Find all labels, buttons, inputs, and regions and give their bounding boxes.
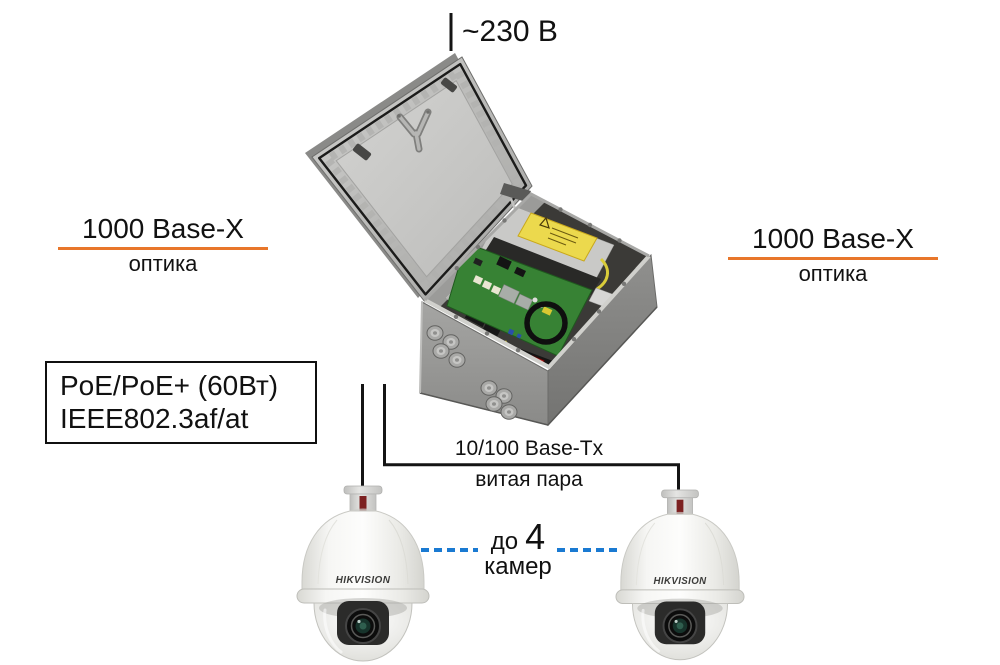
fiber-underline [728, 257, 938, 260]
utp-label-title: 10/100 Base-Tx [454, 437, 604, 460]
dashed-link-left [421, 548, 478, 552]
poe-spec-box: PoE/PoE+ (60Вт) IEEE802.3af/at [45, 361, 317, 444]
ptz-camera-right [614, 488, 746, 662]
poe-line2: IEEE802.3af/at [60, 403, 249, 434]
cable-coil [524, 301, 568, 345]
fiber-underline [58, 247, 268, 250]
enclosure-interior [425, 194, 629, 367]
fiber-label-right: 1000 Base-X оптика [728, 224, 938, 287]
cable-glands [426, 325, 518, 420]
camera-count-value: 4 [525, 516, 546, 557]
fiber-subtitle: оптика [798, 261, 868, 286]
fiber-label-left: 1000 Base-X оптика [58, 214, 268, 277]
warning-label [517, 212, 598, 262]
camera2-cable-line [383, 384, 680, 490]
cable-lines [361, 13, 680, 490]
fiber-title: 1000 Base-X [82, 213, 244, 244]
lid-gasket [318, 62, 528, 296]
ptz-camera-left [295, 484, 431, 663]
camera-count-prefix: до [490, 528, 519, 555]
fiber-title: 1000 Base-X [752, 223, 914, 254]
enclosure-illustration [305, 53, 658, 427]
camera-count-suffix: камер [484, 553, 552, 580]
utp-label-subtitle: витая пара [475, 468, 583, 491]
camera-count-row: до 4 [458, 516, 578, 558]
power-label: ~230 В [462, 15, 558, 48]
dashed-link-right [557, 548, 618, 552]
poe-line1: PoE/PoE+ (60Вт) [60, 370, 279, 401]
lid-latch [441, 77, 457, 93]
lid-latch [352, 143, 372, 161]
lid-handle [398, 110, 430, 151]
camera-count-note: до 4 камер [458, 516, 578, 580]
fiber-subtitle: оптика [128, 251, 198, 276]
